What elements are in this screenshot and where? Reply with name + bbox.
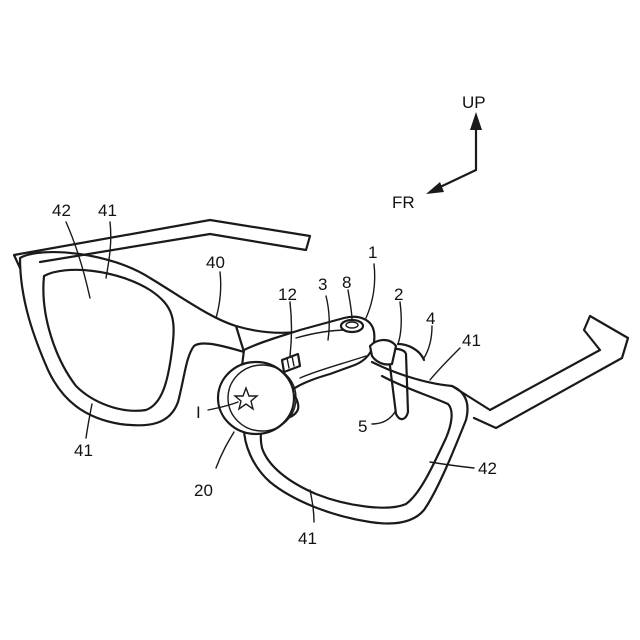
- leader-41-bottom-left: [86, 404, 92, 438]
- leader-8: [348, 290, 352, 320]
- leader-1: [366, 264, 375, 318]
- label-42-right: 42: [478, 459, 497, 478]
- label-12: 12: [278, 285, 297, 304]
- label-2: 2: [394, 285, 403, 304]
- left-lens: [43, 270, 173, 411]
- leader-42-left: [66, 222, 90, 298]
- label-41-top-left: 41: [98, 201, 117, 220]
- label-8: 8: [342, 273, 351, 292]
- leader-12: [290, 302, 292, 356]
- leader-41-right: [430, 348, 460, 380]
- label-41-right: 41: [462, 331, 481, 350]
- label-3: 3: [318, 275, 327, 294]
- leader-42-right: [430, 462, 474, 468]
- label-42-left: 42: [52, 201, 71, 220]
- clip-2: [370, 340, 396, 365]
- label-41-bottom: 41: [298, 529, 317, 548]
- nose-pad-top: [398, 344, 424, 360]
- fr-arrowhead: [426, 182, 444, 194]
- left-temple-arm: [14, 220, 310, 268]
- label-41-bottom-left: 41: [74, 441, 93, 460]
- leader-4: [424, 326, 432, 358]
- label-i: I: [196, 403, 201, 422]
- fr-arrow-line: [438, 170, 476, 188]
- dial-20: [218, 362, 294, 434]
- label-1: 1: [368, 243, 377, 262]
- up-arrowhead: [470, 112, 482, 130]
- fr-label: FR: [392, 193, 415, 212]
- leader-2: [398, 302, 401, 344]
- up-label: UP: [462, 93, 486, 112]
- leader-20: [216, 432, 234, 468]
- label-40: 40: [206, 253, 225, 272]
- label-5: 5: [358, 417, 367, 436]
- left-rim-outer: [20, 252, 244, 425]
- leader-5: [372, 410, 396, 424]
- label-4: 4: [426, 309, 435, 328]
- leader-40: [216, 272, 221, 318]
- label-20: 20: [194, 481, 213, 500]
